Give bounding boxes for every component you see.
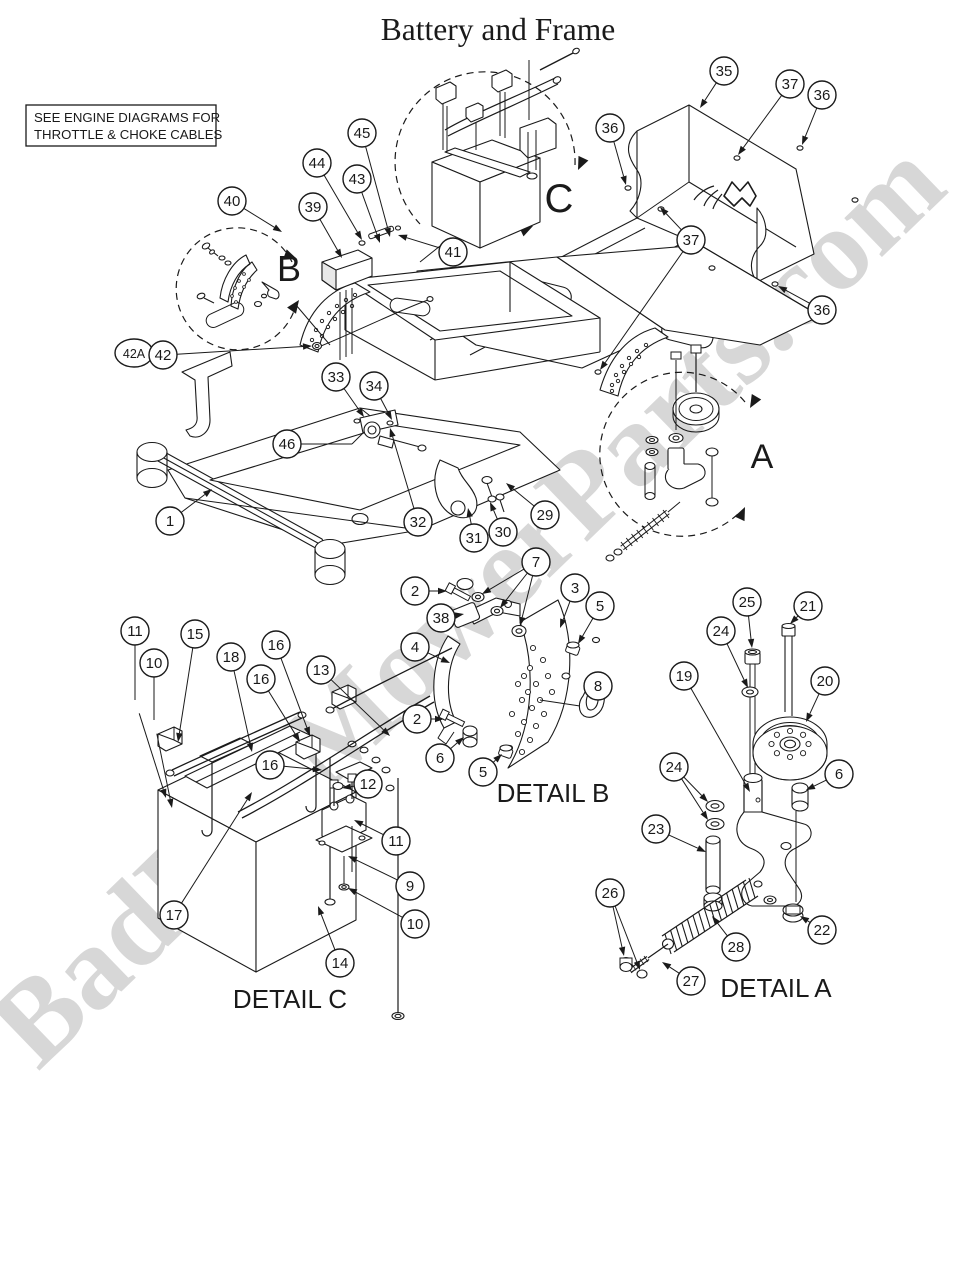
svg-text:30: 30 [495, 524, 512, 541]
svg-text:33: 33 [328, 369, 345, 386]
svg-text:14: 14 [332, 955, 349, 972]
svg-text:45: 45 [354, 125, 371, 142]
svg-text:11: 11 [127, 623, 143, 640]
svg-text:20: 20 [817, 673, 834, 690]
svg-text:39: 39 [305, 199, 322, 216]
svg-text:A: A [751, 438, 774, 476]
svg-text:40: 40 [224, 193, 241, 210]
svg-text:29: 29 [537, 507, 554, 524]
svg-text:46: 46 [279, 436, 296, 453]
svg-text:13: 13 [313, 662, 330, 679]
svg-text:7: 7 [532, 554, 540, 571]
svg-text:DETAIL C: DETAIL C [233, 984, 347, 1014]
svg-text:23: 23 [648, 821, 665, 838]
svg-text:18: 18 [223, 649, 240, 666]
svg-text:42A: 42A [123, 347, 146, 361]
svg-text:24: 24 [713, 623, 730, 640]
svg-text:17: 17 [166, 907, 183, 924]
svg-text:19: 19 [676, 668, 693, 685]
svg-text:38: 38 [433, 610, 450, 627]
svg-text:10: 10 [146, 655, 163, 672]
svg-text:2: 2 [413, 711, 421, 728]
svg-text:44: 44 [309, 155, 326, 172]
svg-text:4: 4 [411, 639, 419, 656]
svg-text:43: 43 [349, 171, 366, 188]
svg-text:27: 27 [683, 973, 700, 990]
svg-text:41: 41 [445, 244, 462, 261]
svg-text:28: 28 [728, 939, 745, 956]
svg-text:31: 31 [466, 530, 483, 547]
svg-text:Battery and Frame: Battery and Frame [381, 12, 615, 47]
svg-text:DETAIL B: DETAIL B [497, 778, 610, 808]
svg-text:22: 22 [814, 922, 831, 939]
svg-text:32: 32 [410, 514, 427, 531]
svg-text:8: 8 [594, 678, 602, 695]
svg-text:42: 42 [155, 347, 172, 364]
svg-text:SEE ENGINE DIAGRAMS FOR: SEE ENGINE DIAGRAMS FOR [34, 110, 220, 125]
svg-text:10: 10 [407, 916, 424, 933]
svg-text:35: 35 [716, 63, 733, 80]
svg-text:16: 16 [268, 637, 285, 654]
svg-text:THROTTLE & CHOKE CABLES: THROTTLE & CHOKE CABLES [34, 127, 223, 142]
svg-text:DETAIL A: DETAIL A [720, 973, 832, 1003]
svg-text:12: 12 [360, 776, 377, 793]
svg-text:6: 6 [436, 750, 444, 767]
svg-text:1: 1 [166, 513, 174, 530]
svg-text:9: 9 [406, 878, 414, 895]
svg-text:36: 36 [814, 302, 831, 319]
svg-text:36: 36 [814, 87, 831, 104]
svg-text:37: 37 [683, 232, 700, 249]
svg-text:37: 37 [782, 76, 799, 93]
svg-text:21: 21 [800, 598, 817, 615]
svg-text:36: 36 [602, 120, 619, 137]
svg-text:5: 5 [596, 598, 604, 615]
svg-text:C: C [545, 177, 574, 221]
svg-text:2: 2 [411, 583, 419, 600]
svg-text:3: 3 [571, 580, 579, 597]
svg-text:16: 16 [262, 757, 279, 774]
svg-text:16: 16 [253, 671, 270, 688]
svg-text:24: 24 [666, 759, 683, 776]
svg-text:6: 6 [835, 766, 843, 783]
svg-text:5: 5 [479, 764, 487, 781]
svg-text:34: 34 [366, 378, 383, 395]
svg-text:26: 26 [602, 885, 619, 902]
svg-text:15: 15 [187, 626, 204, 643]
svg-text:25: 25 [739, 594, 756, 611]
svg-text:11: 11 [388, 833, 404, 850]
